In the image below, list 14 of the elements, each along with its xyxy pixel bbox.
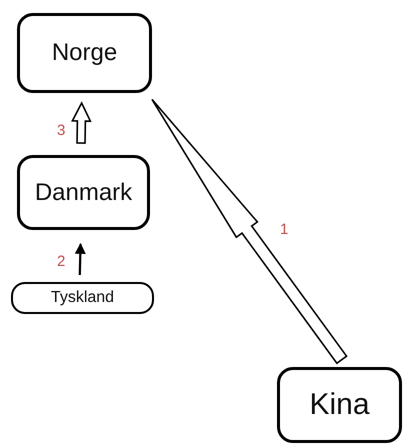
node-label: Danmark xyxy=(34,178,132,206)
arrow xyxy=(74,242,86,276)
node-label: Norge xyxy=(52,39,118,67)
block-arrow xyxy=(151,98,348,364)
node-label: Kina xyxy=(309,388,370,422)
rounded-box xyxy=(11,282,154,314)
rounded-box xyxy=(277,367,402,443)
block-arrow xyxy=(71,101,92,144)
rounded-box xyxy=(17,13,152,93)
edge-label: 3 xyxy=(57,123,66,138)
node-label: Tyskland xyxy=(50,289,114,307)
edge-label: 1 xyxy=(280,222,288,237)
edge-label: 2 xyxy=(57,254,66,269)
rounded-box xyxy=(17,155,150,230)
